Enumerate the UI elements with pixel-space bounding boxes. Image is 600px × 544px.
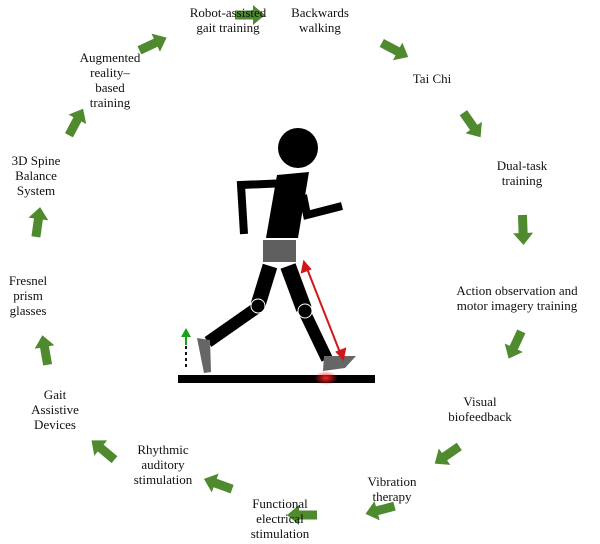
label-line: biofeedback: [448, 409, 512, 424]
label-line: stimulation: [250, 526, 310, 541]
figure-back-foot: [197, 338, 211, 373]
arrow-icon: [85, 432, 121, 468]
label-line: Robot-assisted: [189, 5, 267, 20]
foot-lift-arrow-icon: [181, 328, 191, 367]
label-line: Rhythmic: [137, 442, 189, 457]
label-line: auditory: [141, 457, 185, 472]
label-line: prism: [13, 288, 43, 303]
figure-back-thigh: [250, 263, 278, 308]
label-line: 3D Spine: [11, 153, 61, 168]
label-line: Visual: [463, 394, 497, 409]
step-tai-chi: Tai Chi: [413, 71, 451, 86]
label-line: System: [16, 183, 56, 198]
label-line: Functional: [252, 496, 308, 511]
figure-back-shin: [204, 302, 262, 347]
label-line: therapy: [372, 489, 412, 504]
label-line: walking: [299, 20, 341, 35]
figure-front-knee: [297, 303, 313, 319]
label-line: Fresnel: [8, 273, 48, 288]
label-line: Devices: [34, 417, 76, 432]
heel-contact-glow: [314, 371, 338, 385]
label-line: Assistive: [31, 402, 79, 417]
label-line: Balance: [15, 168, 57, 183]
arrow-icon: [499, 327, 531, 363]
arrow-icon: [377, 34, 413, 66]
arrow-icon: [428, 438, 466, 472]
label-line: reality–: [90, 65, 130, 80]
arrow-icon: [512, 214, 534, 246]
figure-front-shin: [299, 310, 333, 362]
arrow-icon: [26, 205, 50, 239]
figure-front-arm: [299, 194, 343, 220]
arrow-icon: [32, 333, 58, 367]
label-line: stimulation: [133, 472, 193, 487]
label-line: training: [89, 95, 131, 110]
arrow-icon: [200, 469, 236, 499]
label-line: electrical: [256, 511, 304, 526]
label-line: gait training: [196, 20, 260, 35]
label-line: glasses: [9, 303, 47, 318]
figure-back-knee: [250, 298, 266, 314]
label-line: Vibration: [367, 474, 417, 489]
arrow-icon: [455, 106, 489, 144]
figure-torso: [266, 172, 309, 238]
label-line: Augmented: [79, 50, 141, 65]
figure-shorts: [263, 240, 296, 262]
walking-figure: [178, 128, 375, 385]
label-line: Dual-task: [496, 158, 548, 173]
label-line: based: [95, 80, 125, 95]
label-line: Action observation and: [456, 283, 578, 298]
label-line: Backwards: [291, 5, 349, 20]
figure-front-thigh: [280, 263, 312, 312]
label-line: Tai Chi: [412, 71, 452, 86]
label-line: Gait: [43, 387, 67, 402]
leg-length-measure-icon: [300, 259, 347, 362]
ground-bar: [178, 375, 375, 383]
label-line: training: [501, 173, 543, 188]
figure-back-arm: [236, 179, 289, 235]
figure-front-foot: [323, 356, 356, 371]
figure-head: [278, 128, 318, 168]
label-line: motor imagery training: [456, 298, 578, 313]
